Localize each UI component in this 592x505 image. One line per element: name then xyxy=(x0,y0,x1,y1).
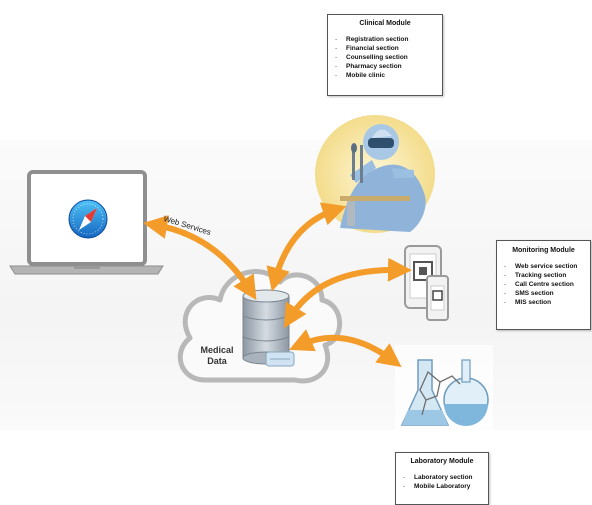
medical-data-line: Data xyxy=(207,356,227,366)
list-item: SMS section xyxy=(501,289,586,298)
list-item: Pharmacy section xyxy=(332,62,438,71)
list-item: Web service section xyxy=(501,262,586,271)
medical-data-line: Medical xyxy=(200,345,234,355)
list-item: Call Centre section xyxy=(501,280,586,289)
list-item: Financial section xyxy=(332,44,438,53)
database-icon xyxy=(242,289,295,367)
laboratory-module-list: Laboratory section Mobile Laboratory xyxy=(400,473,484,491)
list-item: Counselling section xyxy=(332,53,438,62)
safari-compass-icon xyxy=(68,199,108,239)
monitoring-module-box: Monitoring Module Web service section Tr… xyxy=(496,240,591,330)
list-item: Tracking section xyxy=(501,271,586,280)
orange-arrow xyxy=(283,257,412,329)
scientist-photo xyxy=(315,115,435,233)
list-item: Registration section xyxy=(332,35,438,44)
clinical-module-box: Clinical Module Registration section Fin… xyxy=(327,14,443,96)
list-item: Mobile Laboratory xyxy=(400,482,484,491)
orange-arrow xyxy=(266,202,347,292)
list-item: Laboratory section xyxy=(400,473,484,482)
clinical-module-title: Clinical Module xyxy=(359,20,411,27)
laboratory-module-box: Laboratory Module Laboratory section Mob… xyxy=(395,452,489,505)
monitoring-module-title: Monitoring Module xyxy=(512,247,575,254)
list-item: Mobile clinic xyxy=(332,71,438,80)
lab-glassware-illustration xyxy=(395,345,493,437)
mobile-devices-icon xyxy=(404,245,449,321)
list-item: MIS section xyxy=(501,298,586,307)
orange-arrow xyxy=(143,215,257,301)
clinical-module-list: Registration section Financial section C… xyxy=(332,35,438,80)
monitoring-module-list: Web service section Tracking section Cal… xyxy=(501,262,586,307)
orange-arrow xyxy=(289,329,402,368)
medical-data-label: Medical Data xyxy=(192,345,242,367)
laboratory-module-title: Laboratory Module xyxy=(410,458,474,465)
